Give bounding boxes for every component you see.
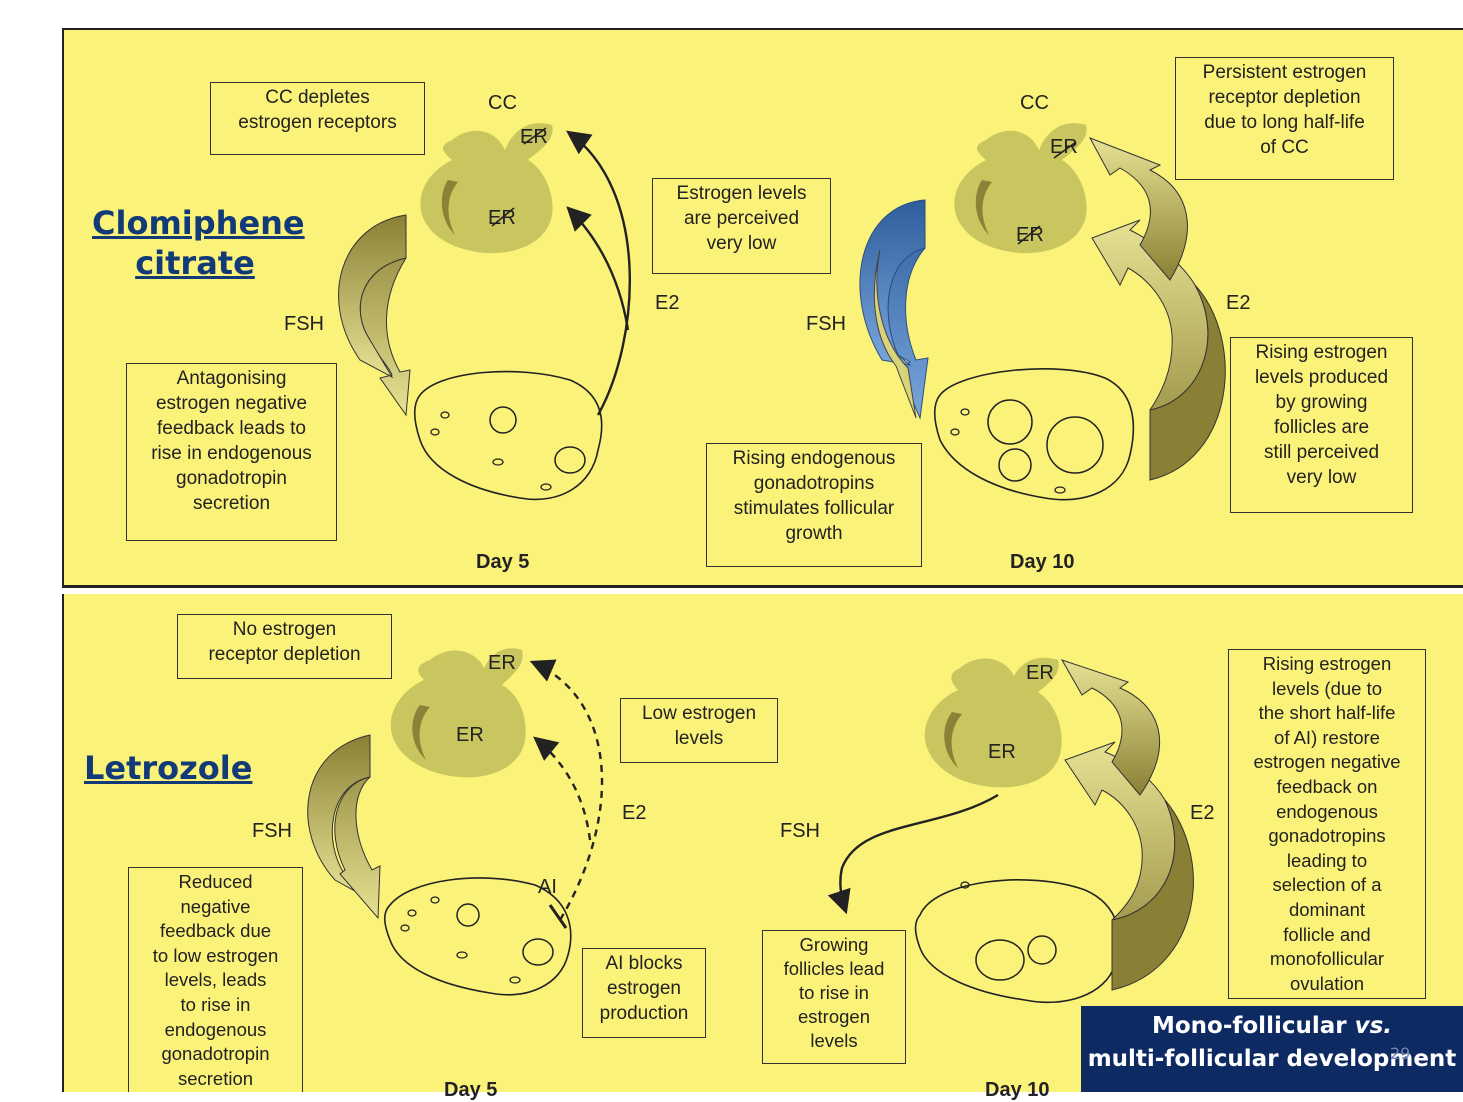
box-reduced-feedback: Reduced negative feedback due to low est… [128, 867, 303, 1092]
fsh-label-top-right: FSH [806, 313, 846, 336]
box-growing-follicles: Growing follicles lead to rise in estrog… [762, 930, 906, 1064]
box-ai-blocks: AI blocks estrogen production [582, 948, 706, 1038]
fsh-arrow-bottom-right [840, 795, 998, 912]
box-rising-gonadotropins: Rising endogenous gonadotropins stimulat… [706, 443, 922, 567]
e2-label-top-left: E2 [655, 292, 679, 315]
ovary-top-right [935, 369, 1134, 500]
cc-label-left: CC [488, 92, 517, 115]
er-label-bottom-right-1: ER [1026, 662, 1054, 685]
e2-arrow-top-left-outer [568, 132, 630, 415]
ai-label: AI [538, 876, 557, 899]
box-restore-feedback: Rising estrogen levels (due to the short… [1228, 649, 1426, 999]
e2-label-bottom-left: E2 [622, 802, 646, 825]
e2-dashed-arrow-bottom-left-inner [535, 738, 590, 840]
er-label-top-right-1: ER [1050, 136, 1078, 159]
box-low-estrogen: Low estrogen levels [620, 698, 778, 763]
letrozole-title: Letrozole [84, 748, 252, 788]
clomiphene-title: Clomiphene citrate [92, 203, 298, 283]
fsh-label-bottom-left: FSH [252, 820, 292, 843]
ovary-bottom-right [916, 880, 1120, 1003]
box-rising-estrogen-perceived: Rising estrogen levels produced by growi… [1230, 337, 1413, 513]
box-cc-depletes: CC depletes estrogen receptors [210, 82, 425, 155]
callout-line1-prefix: Mono-follicular [1152, 1013, 1355, 1039]
er-label-bottom-right-2: ER [988, 741, 1016, 764]
box-perceived-low: Estrogen levels are perceived very low [652, 178, 831, 274]
ovary-top-left [415, 372, 602, 500]
day5-label-bottom: Day 5 [444, 1079, 497, 1102]
box-antagonising: Antagonising estrogen negative feedback … [126, 363, 337, 541]
er-label-bottom-left-1: ER [488, 652, 516, 675]
cc-label-right: CC [1020, 92, 1049, 115]
day5-label-top: Day 5 [476, 551, 529, 574]
box-no-depletion: No estrogen receptor depletion [177, 614, 392, 679]
er-label-top-right-2: ER [1016, 224, 1044, 247]
fsh-label-bottom-right: FSH [780, 820, 820, 843]
er-label-top-left-1: ER [520, 126, 548, 149]
callout-vs: vs. [1355, 1013, 1392, 1039]
page-number: 29 [1390, 1044, 1410, 1063]
day10-label-bottom: Day 10 [985, 1079, 1050, 1102]
e2-arrow-top-left-inner [568, 208, 628, 330]
box-persistent-depletion: Persistent estrogen receptor depletion d… [1175, 57, 1394, 180]
e2-label-top-right: E2 [1226, 292, 1250, 315]
fsh-label-top-left: FSH [284, 313, 324, 336]
er-label-bottom-left-2: ER [456, 724, 484, 747]
day10-label-top: Day 10 [1010, 551, 1075, 574]
er-label-top-left-2: ER [488, 207, 516, 230]
e2-label-bottom-right: E2 [1190, 802, 1214, 825]
